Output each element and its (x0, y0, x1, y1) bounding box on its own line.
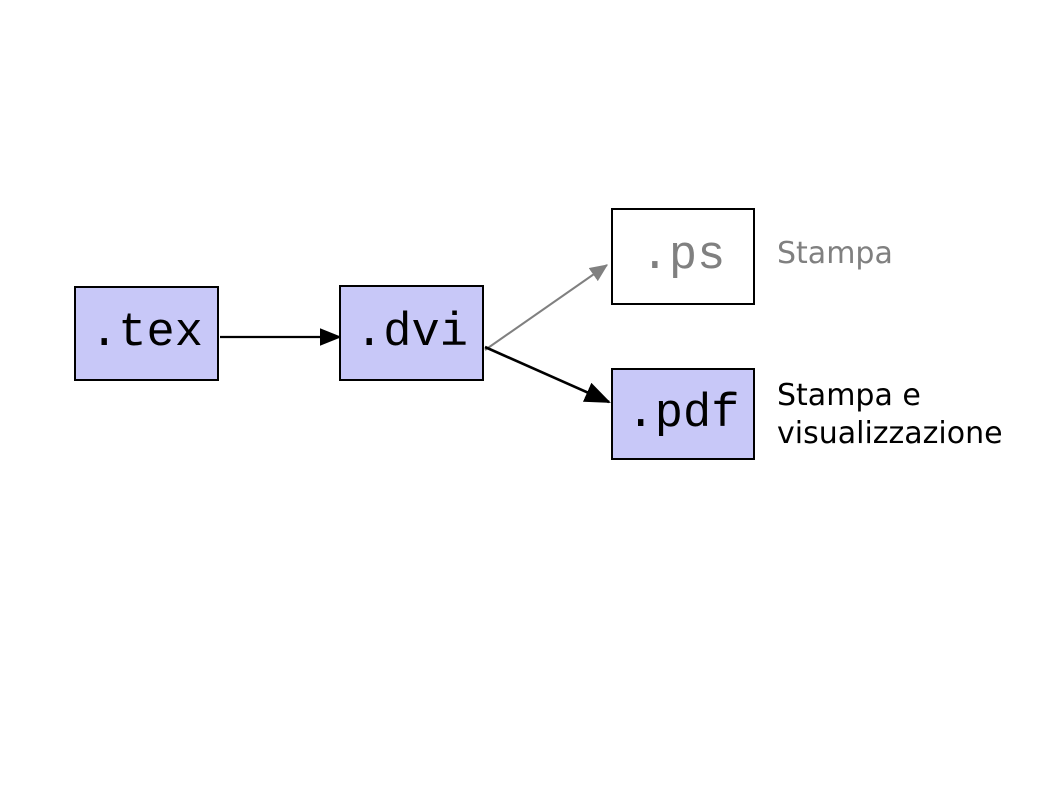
node-ps-label: .ps (640, 230, 726, 283)
node-pdf[interactable]: .pdf (611, 368, 755, 460)
annotation-pdf-stampa-visualizzazione: Stampa e visualizzazione (777, 378, 1003, 452)
edge-dvi-to-pdf (484, 345, 611, 404)
node-tex[interactable]: .tex (74, 286, 219, 381)
edge-dvi-to-ps (484, 264, 608, 351)
annotation-ps-stampa: Stampa (777, 236, 893, 271)
node-dvi[interactable]: .dvi (339, 285, 484, 381)
node-dvi-label: .dvi (355, 306, 468, 360)
node-tex-label: .tex (90, 307, 203, 360)
node-ps[interactable]: .ps (611, 208, 755, 305)
node-pdf-label: .pdf (626, 387, 740, 441)
